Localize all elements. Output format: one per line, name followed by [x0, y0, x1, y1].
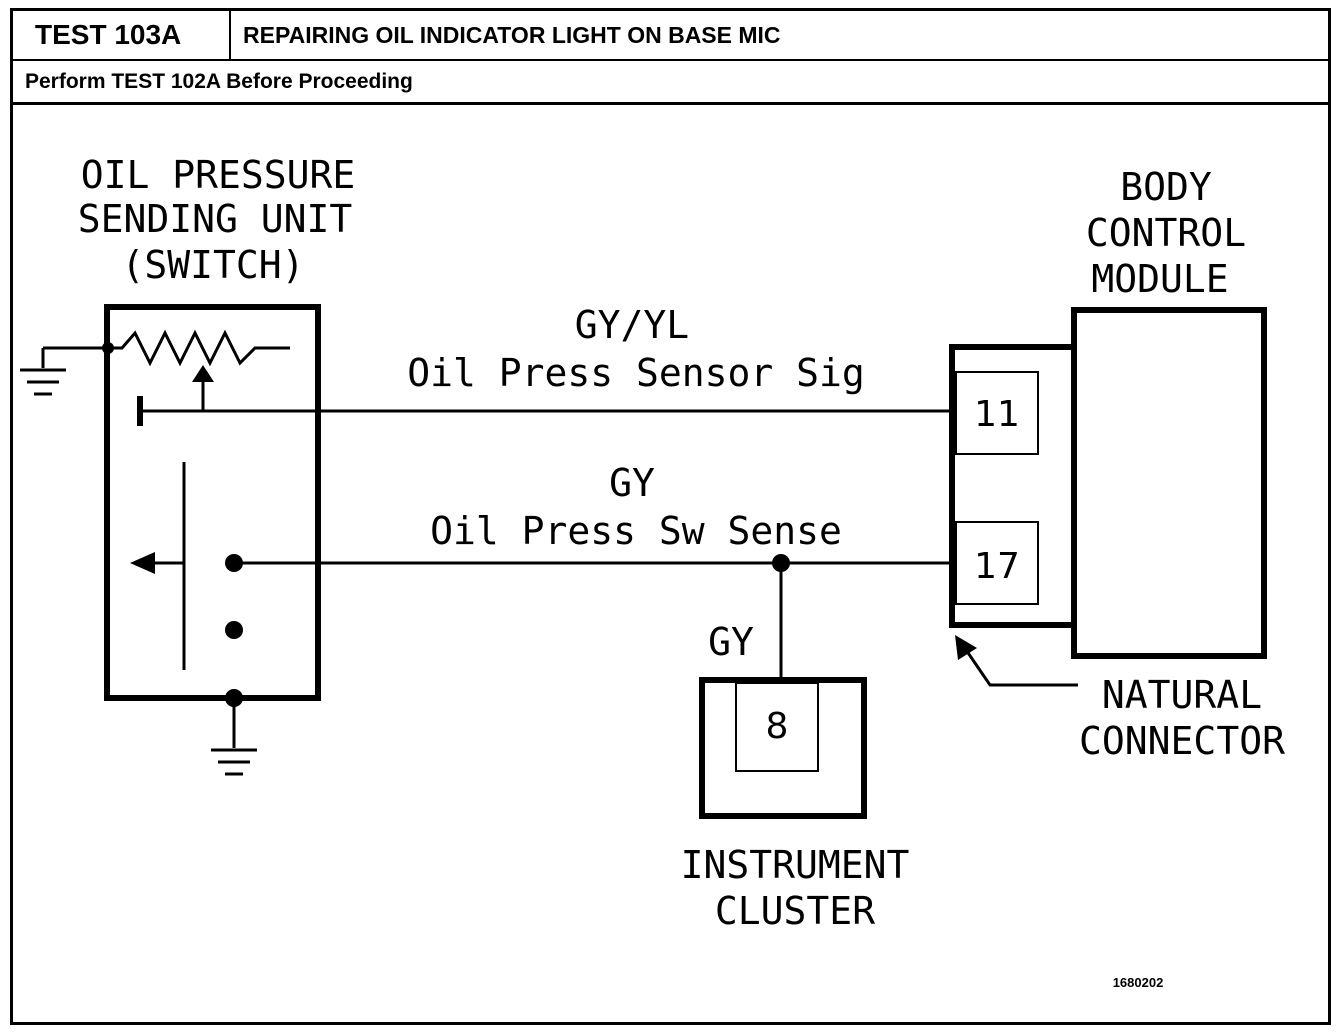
bcm-label-3: MODULE	[1091, 257, 1228, 301]
connector-leader	[960, 643, 1078, 687]
figure-id: 1680202	[1113, 975, 1164, 990]
splice-dot	[772, 554, 790, 572]
sending-unit-box	[104, 304, 321, 701]
wire1-name: Oil Press Sensor Sig	[407, 351, 865, 395]
resistor-icon	[107, 329, 290, 367]
pin-11-box	[955, 371, 1039, 455]
wire1-color: GY/YL	[575, 303, 689, 347]
wiper-arrow-icon	[192, 365, 214, 382]
wire2-name: Oil Press Sw Sense	[430, 509, 842, 553]
sending-unit-label-2: SENDING UNIT	[78, 197, 353, 241]
prerequisite-note: Perform TEST 102A Before Proceeding	[13, 61, 1328, 105]
sending-unit-label-3: (SWITCH)	[121, 243, 304, 287]
cluster-pin-box	[735, 682, 819, 772]
bcm-label-2: CONTROL	[1086, 211, 1246, 255]
cluster-label-2: CLUSTER	[715, 889, 875, 933]
wire3-color: GY	[708, 620, 754, 664]
connector-label-2: CONNECTOR	[1079, 719, 1285, 763]
diagram-frame: TEST 103A REPAIRING OIL INDICATOR LIGHT …	[10, 8, 1331, 1025]
header-row: TEST 103A REPAIRING OIL INDICATOR LIGHT …	[13, 11, 1328, 61]
test-id: TEST 103A	[13, 11, 231, 59]
connector-label-1: NATURAL	[1102, 673, 1262, 717]
sending-unit-label-1: OIL PRESSURE	[81, 153, 356, 197]
instrument-cluster-box	[699, 677, 867, 819]
bcm-box	[1071, 307, 1267, 659]
pin-17-label: 17	[974, 546, 1020, 587]
pin-11-label: 11	[974, 394, 1020, 435]
pin-8-label: 8	[766, 706, 789, 747]
pin-17-box	[955, 521, 1039, 605]
test-title: REPAIRING OIL INDICATOR LIGHT ON BASE MI…	[243, 22, 781, 48]
switch-arrow-icon	[130, 552, 155, 574]
wire2-color: GY	[609, 461, 655, 505]
bcm-label-1: BODY	[1120, 165, 1212, 209]
cluster-label-1: INSTRUMENT	[681, 843, 910, 887]
connector-arrow-icon	[955, 635, 977, 660]
